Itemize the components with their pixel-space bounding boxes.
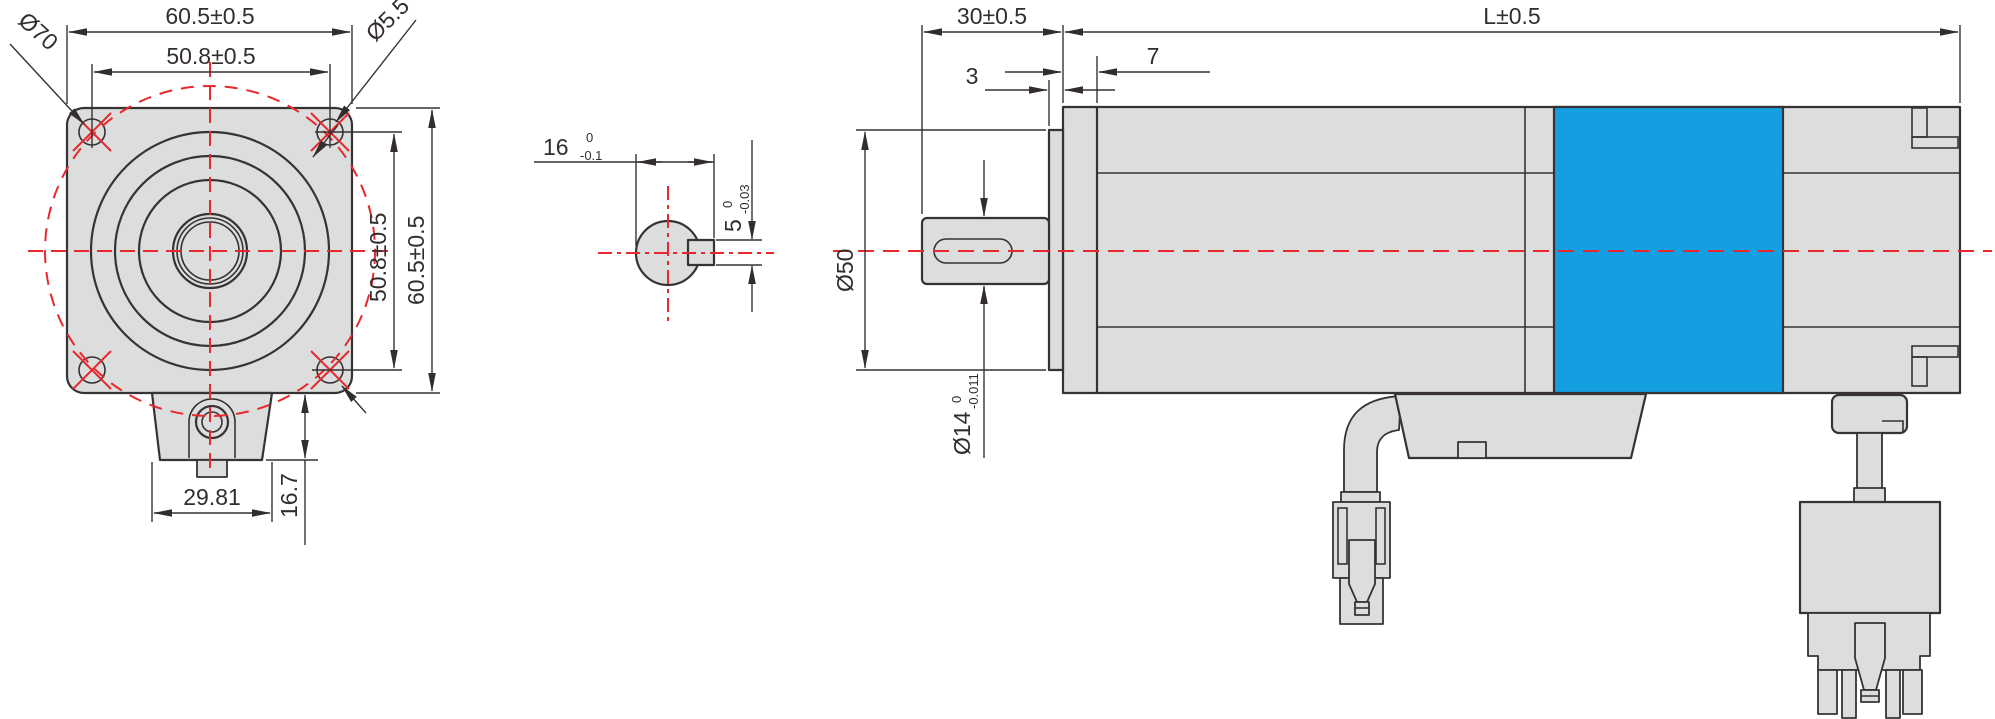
leader-line (312, 124, 339, 158)
encoder-cover (1393, 392, 1648, 460)
dim-pilot-thickness: 3 (966, 63, 1115, 126)
dim-label: 16.7 (276, 473, 302, 518)
dim-tolerance-lower: -0.1 (580, 148, 602, 163)
connector-latch (1348, 539, 1376, 603)
strain-relief-block (1830, 393, 1909, 435)
leader-line (341, 385, 367, 414)
dim-width-inner: 50.8±0.5 (91, 43, 331, 148)
connector-pin (1841, 669, 1857, 719)
dim-label: 3 (966, 63, 979, 89)
front-view: 60.5±0.5 50.8±0.5 Ø70 Ø5.5 50.8±0.5 (9, 0, 440, 545)
rear-end-notches (1911, 107, 1959, 387)
bottom-tab (150, 391, 274, 462)
side-view: 30±0.5 L±0.5 7 3 Ø50 (832, 3, 1992, 719)
dim-label: 60.5±0.5 (165, 3, 254, 29)
dim-label: 29.81 (183, 484, 241, 510)
dim-label: 50.8±0.5 (365, 213, 391, 302)
connector-pin (1885, 669, 1901, 719)
dim-label: L±0.5 (1483, 3, 1540, 29)
cable-collar (1340, 491, 1381, 503)
power-connector-pins (1817, 669, 1923, 719)
dim-label: 5 (720, 219, 746, 232)
dim-tab-height: 16.7 (266, 394, 318, 545)
dim-shaft-dia: Ø14 0 -0.011 (949, 160, 988, 458)
connector-pin (1902, 669, 1923, 715)
connector-rail (1375, 507, 1386, 565)
connector-rail (1337, 507, 1348, 565)
dim-tolerance-upper: 0 (720, 201, 735, 208)
strain-relief-step (1882, 420, 1904, 433)
dim-label: 16 (543, 134, 569, 160)
dim-shaft-across: 16 0 -0.1 (534, 130, 715, 246)
dim-tolerance-upper: 0 (949, 396, 964, 403)
dim-tab-width: 29.81 (151, 462, 273, 522)
dim-label: Ø5.5 (361, 0, 415, 46)
leader-line (9, 43, 85, 125)
dim-pilot-dia: Ø50 (832, 129, 1046, 371)
tab-boss-circle (194, 404, 230, 440)
leader-line (335, 19, 417, 123)
dim-label: Ø70 (13, 7, 63, 55)
shaft-section-view: 16 0 -0.1 5 0 -0.03 (534, 130, 774, 322)
dim-tolerance-upper: 0 (586, 130, 593, 145)
power-connector-housing (1798, 500, 1942, 615)
dim-body-length: L±0.5 (1064, 3, 1961, 103)
dim-tolerance-lower: -0.011 (966, 373, 981, 409)
dim-width-outer: 60.5±0.5 (66, 3, 353, 104)
dim-label: 60.5±0.5 (403, 216, 429, 305)
dim-height-outer: 60.5±0.5 (356, 107, 440, 394)
power-cable-collar (1853, 487, 1886, 503)
dim-label: Ø50 (832, 249, 858, 292)
dim-shaft-length: 30±0.5 (921, 3, 1064, 214)
power-connector-latch (1854, 622, 1886, 691)
tab-cable-exit (196, 459, 228, 478)
connector-pin (1817, 669, 1838, 715)
tab-boss-inner-circle (201, 411, 223, 433)
power-cable (1856, 432, 1883, 491)
dim-label: Ø14 (949, 411, 975, 455)
dim-label: 30±0.5 (957, 3, 1027, 29)
mount-hole (78, 356, 106, 384)
dim-tolerance-lower: -0.03 (737, 184, 752, 214)
cable-elbow (1343, 395, 1402, 493)
dim-label: 7 (1147, 43, 1160, 69)
bolt-circle-leader: Ø70 (9, 7, 85, 125)
cover-detail (1457, 441, 1487, 459)
tab-slot-outline (188, 398, 236, 458)
dim-key-width: 5 0 -0.03 (716, 140, 762, 312)
dim-flange-thickness: 7 (1005, 43, 1210, 103)
dim-height-inner: 50.8±0.5 (312, 131, 402, 371)
dim-label: 50.8±0.5 (166, 43, 255, 69)
